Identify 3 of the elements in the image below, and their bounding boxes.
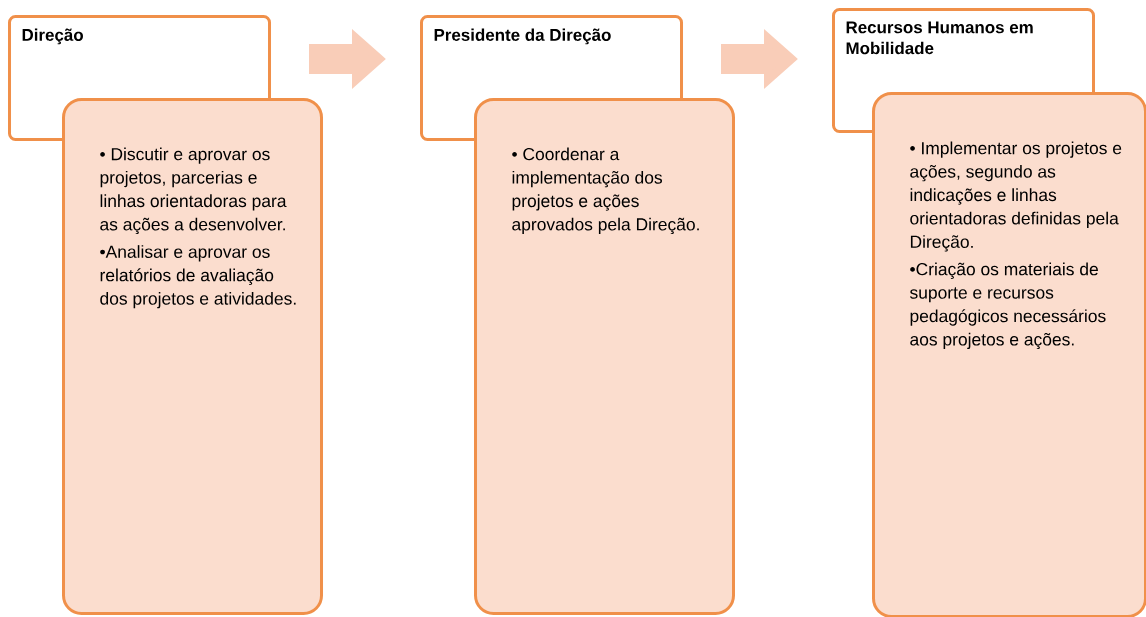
description-box: • Discutir e aprovar os projetos, parcerias e linhas orientadoras para as ações a desenvolver. •Analisar e aprovar os relatórios de avaliação dos projetos e atividades. xyxy=(62,98,323,615)
description-box: • Coordenar a implementação dos projetos e ações aprovados pela Direção. xyxy=(474,98,735,615)
description-box: • Implementar os projetos e ações, segundo as indicações e linhas orientadoras definidas pela Direção. •Criação os materiais de suporte e recursos pedagógicos necessários aos projetos e ações. xyxy=(872,92,1146,617)
